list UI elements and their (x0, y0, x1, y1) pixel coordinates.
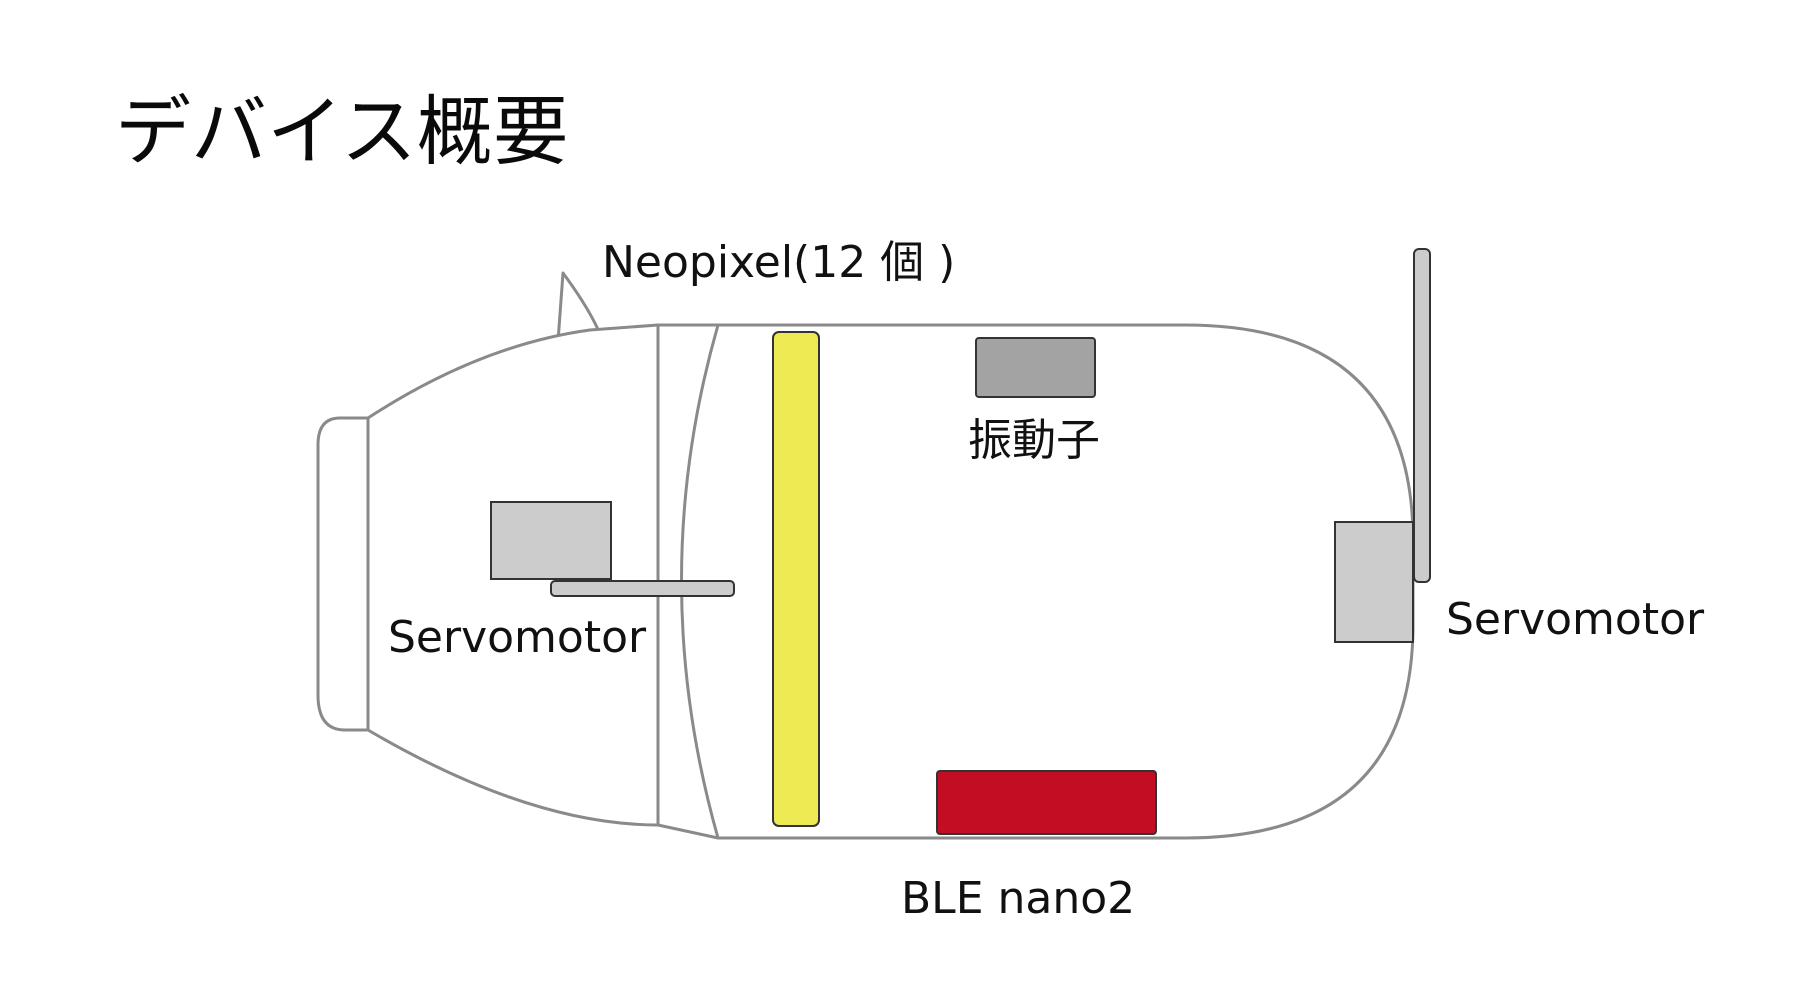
servomotor-left-label: Servomotor (388, 612, 647, 663)
servo-arm-right (1413, 248, 1431, 583)
servomotor-right-label: Servomotor (1446, 594, 1705, 645)
ble-nano2-label: BLE nano2 (901, 873, 1135, 924)
servomotor-right (1334, 521, 1414, 643)
nose-cap (316, 416, 370, 732)
neopixel-label: Neopixel(12 個 ) (602, 237, 955, 288)
vibration-motor (975, 337, 1096, 398)
neopixel-strip (772, 331, 820, 827)
ble-nano2-board (936, 770, 1157, 835)
main-body (680, 323, 1415, 840)
vibrator-label: 振動子 (968, 415, 1100, 466)
body-seam (657, 323, 719, 840)
servomotor-left (490, 501, 612, 580)
servo-arm-left (550, 580, 735, 597)
page-title: デバイス概要 (115, 87, 569, 176)
